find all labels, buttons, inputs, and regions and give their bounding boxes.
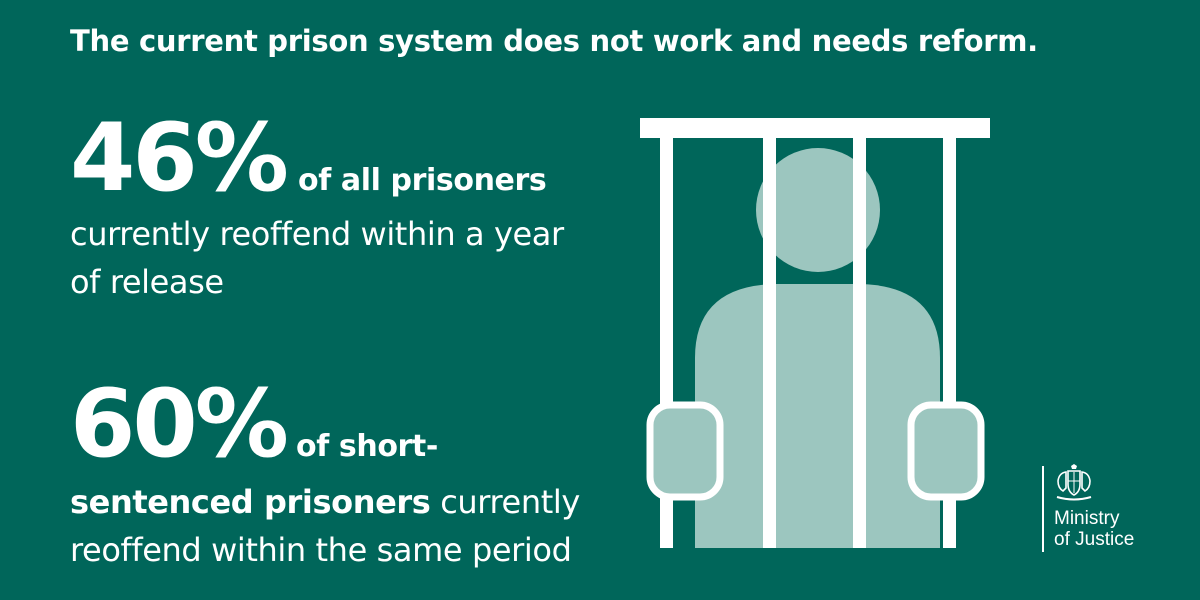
organisation-name-line: Ministry	[1054, 508, 1120, 529]
prisoner-hands	[646, 401, 985, 501]
stat-figure: 46%	[70, 104, 289, 213]
ministry-of-justice-logo: Ministry of Justice	[1042, 462, 1172, 562]
vertical-bar	[763, 118, 776, 548]
prisoner-head	[756, 148, 880, 272]
stat-lead: of short-	[296, 429, 438, 464]
logo-divider	[1042, 466, 1044, 552]
organisation-name: Ministry of Justice	[1054, 508, 1134, 550]
stat-description-text: currently	[430, 483, 580, 521]
stat-description: sentenced prisoners currently reoffend w…	[70, 478, 630, 574]
stat-emphasis: sentenced prisoners	[70, 483, 431, 521]
stat-lead: of all prisoners	[298, 163, 547, 198]
prisoner-body	[695, 284, 940, 548]
left-hand	[646, 401, 724, 501]
stat-description: currently reoffend within a year of rele…	[70, 210, 630, 306]
right-hand	[907, 401, 985, 501]
prisoner-behind-bars-icon	[640, 118, 990, 548]
stat-description-line: of release	[70, 263, 224, 301]
stat-description-line: reoffend within the same period	[70, 531, 572, 569]
stat-figure: 60%	[70, 370, 289, 479]
stat-first-line: 60%of short-	[70, 378, 630, 472]
headline: The current prison system does not work …	[70, 24, 1038, 58]
stat-description-line: sentenced prisoners currently	[70, 478, 630, 526]
top-bar	[640, 118, 990, 138]
organisation-name-line: of Justice	[1054, 529, 1135, 550]
vertical-bar	[853, 118, 866, 548]
stat-first-line: 46%of all prisoners	[70, 112, 630, 206]
royal-coat-of-arms-icon	[1056, 464, 1092, 501]
prisoner-figure	[695, 148, 940, 548]
stat-reoffend-all: 46%of all prisoners currently reoffend w…	[70, 112, 630, 306]
stat-reoffend-short-sentence: 60%of short- sentenced prisoners current…	[70, 378, 630, 574]
stat-description-line: currently reoffend within a year	[70, 215, 564, 253]
